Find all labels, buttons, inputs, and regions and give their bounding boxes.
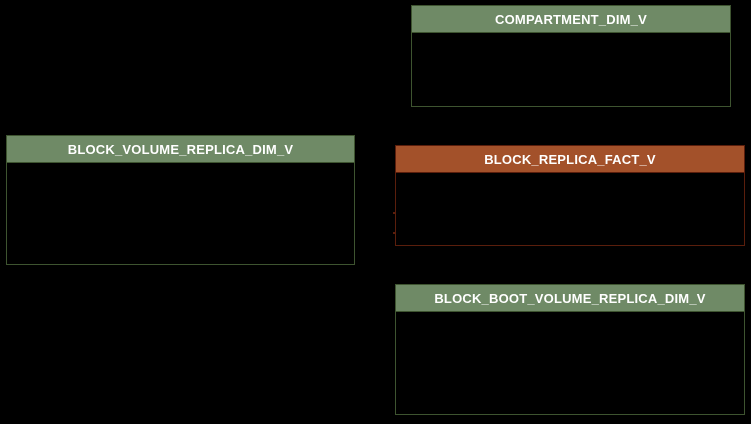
entity-block-replica-fact-v[interactable]: BLOCK_REPLICA_FACT_V <box>393 145 745 246</box>
entity-compartment-dim-v[interactable]: COMPARTMENT_DIM_V <box>411 5 731 107</box>
entity-body <box>7 163 354 264</box>
connector-anchor <box>393 232 396 234</box>
entity-header[interactable]: BLOCK_BOOT_VOLUME_REPLICA_DIM_V <box>396 285 744 312</box>
entity-body <box>396 173 744 245</box>
entity-block-boot-volume-replica-dim-v[interactable]: BLOCK_BOOT_VOLUME_REPLICA_DIM_V <box>395 284 745 415</box>
entity-header[interactable]: BLOCK_VOLUME_REPLICA_DIM_V <box>7 136 354 163</box>
entity-body <box>396 312 744 414</box>
entity-header[interactable]: BLOCK_REPLICA_FACT_V <box>396 146 744 173</box>
entity-body <box>412 33 730 106</box>
connector-anchor <box>393 212 396 214</box>
entity-header[interactable]: COMPARTMENT_DIM_V <box>412 6 730 33</box>
entity-block-volume-replica-dim-v[interactable]: BLOCK_VOLUME_REPLICA_DIM_V <box>6 135 355 265</box>
